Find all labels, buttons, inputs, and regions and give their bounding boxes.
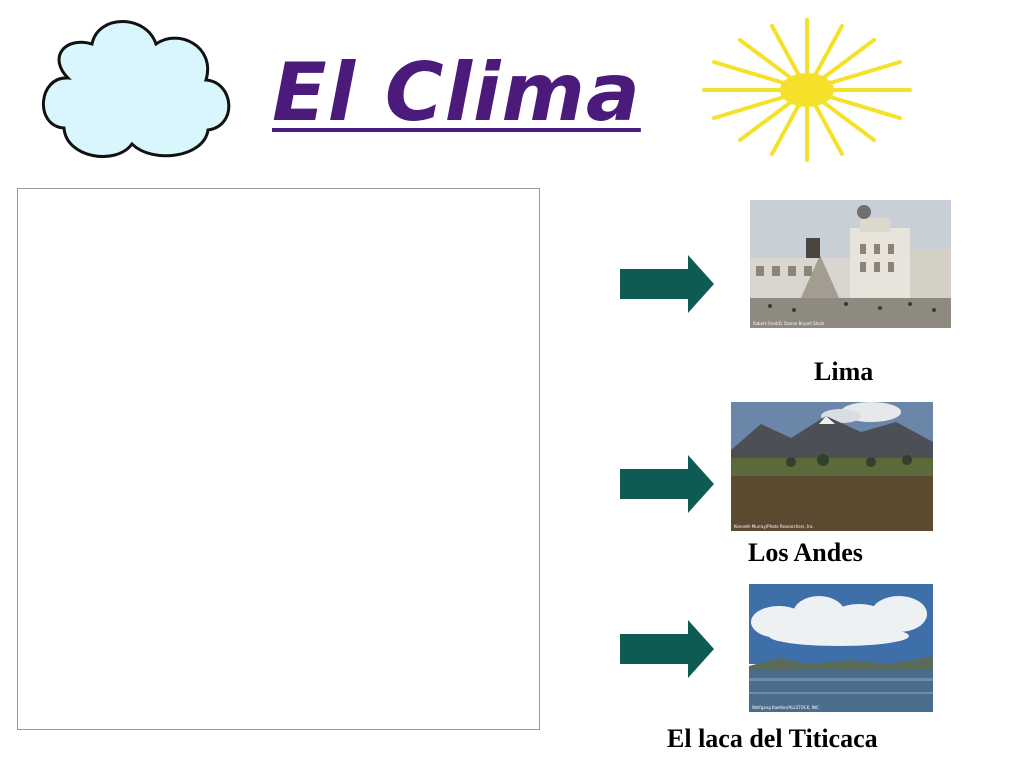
photo-credit: Wolfgang Kaehler/ALLSTOCK, INC. — [752, 705, 821, 710]
arrow-right-icon — [620, 255, 715, 313]
titicaca-photo: Wolfgang Kaehler/ALLSTOCK, INC. — [749, 584, 933, 712]
los-andes-photo: Kenneth Murray/Photo Researchers, Inc. — [731, 402, 933, 531]
caption-los-andes: Los Andes — [748, 538, 863, 567]
arrow-right-icon — [620, 620, 715, 678]
caption-titicaca: El laca del Titicaca — [667, 724, 878, 753]
sun-icon — [700, 18, 915, 163]
map-placeholder-frame — [17, 188, 540, 730]
lima-photo: Robert Fried/D. Donne Bryant Stock — [750, 200, 951, 328]
cloud-icon — [28, 8, 238, 163]
page-title: El Clima — [272, 46, 641, 139]
caption-lima: Lima — [814, 357, 874, 386]
photo-credit: Kenneth Murray/Photo Researchers, Inc. — [734, 524, 815, 529]
arrow-right-icon — [620, 455, 715, 513]
photo-credit: Robert Fried/D. Donne Bryant Stock — [753, 321, 825, 326]
